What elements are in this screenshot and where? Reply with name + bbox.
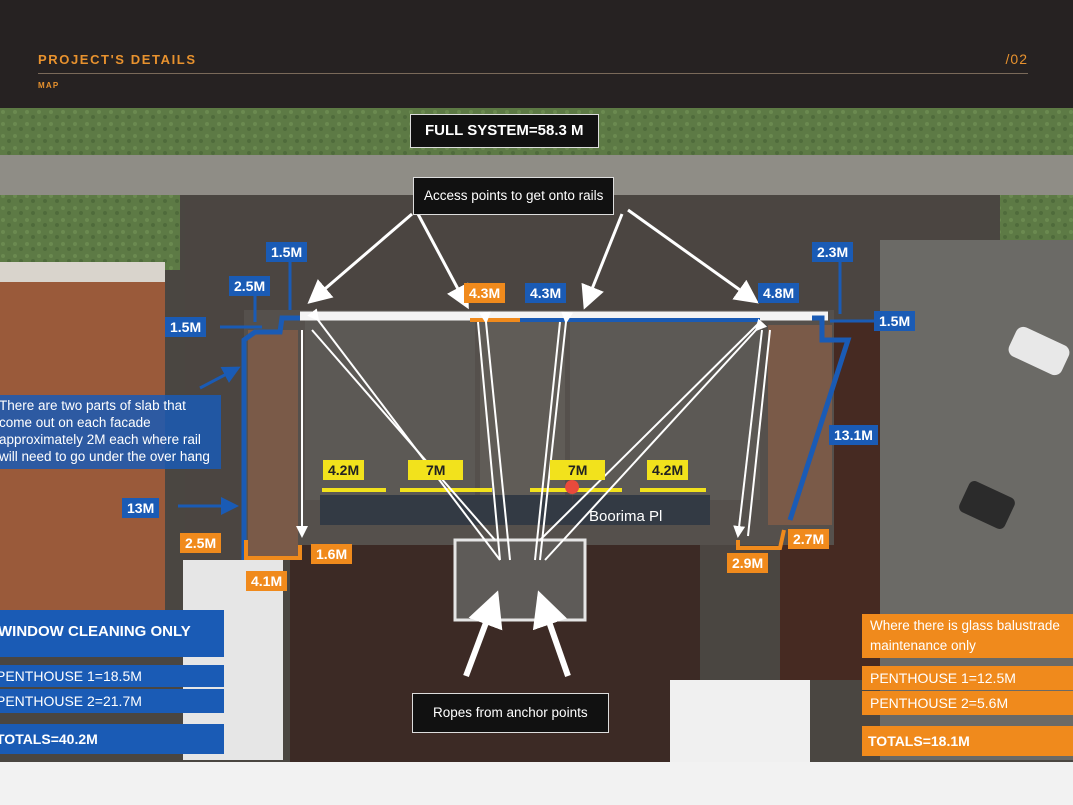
rope-lines xyxy=(296,308,771,561)
ropes-label: Ropes from anchor points xyxy=(412,693,609,733)
measure-label-blue-2: 2.5M xyxy=(229,276,271,296)
car-dark xyxy=(959,481,1015,529)
measure-label-blue-6: 2.3M xyxy=(812,242,854,262)
full-system-label: FULL SYSTEM=58.3 M xyxy=(410,114,599,148)
car xyxy=(1008,326,1070,376)
orange-rail-right xyxy=(736,529,786,550)
grass-left xyxy=(0,195,180,270)
street-label: Boorima Pl xyxy=(589,508,663,525)
bottom-rope-arrows xyxy=(463,590,571,678)
header-subtitle: MAP xyxy=(38,81,60,90)
measure-label-blue-1: 1.5M xyxy=(266,242,308,262)
window-panel-penthouse1: PENTHOUSE 1=18.5M xyxy=(0,665,224,687)
glass-panel-note: Where there is glass balustrade maintena… xyxy=(862,614,1073,658)
measure-label-blue-9: 13M xyxy=(122,498,160,518)
glass-panel-totals: TOTALS=18.1M xyxy=(862,726,1073,756)
stair-core xyxy=(453,538,587,622)
measure-label-yellow-4: 4.2M xyxy=(647,460,689,480)
blue-rail-left xyxy=(241,315,300,560)
measure-label-orange-4: 4.1M xyxy=(246,571,288,591)
measure-label-orange-2: 2.5M xyxy=(180,533,222,553)
glass-panel-penthouse1: PENTHOUSE 1=12.5M xyxy=(862,666,1073,690)
measure-label-blue-8: 13.1M xyxy=(829,425,878,445)
measure-label-blue-4: 4.3M xyxy=(525,283,567,303)
page-header: PROJECT'S DETAILS MAP /02 xyxy=(0,0,1073,108)
solar-strip xyxy=(320,495,710,525)
header-title: PROJECT'S DETAILS xyxy=(38,52,197,67)
measure-label-yellow-1: 4.2M xyxy=(323,460,365,480)
slab-note-text: There are two parts of slab that come ou… xyxy=(0,398,210,464)
measure-label-yellow-3: 7M xyxy=(550,460,606,480)
aerial-map xyxy=(0,108,1073,762)
right-white-building xyxy=(670,680,810,762)
page-number: /02 xyxy=(1005,51,1028,67)
measure-label-orange-1: 4.3M xyxy=(464,283,506,303)
blue-pointers xyxy=(178,262,878,515)
footer-bar xyxy=(0,762,1073,805)
terrace-left xyxy=(248,330,298,560)
measure-label-yellow-2: 7M xyxy=(408,460,464,480)
roof-left-edge xyxy=(0,262,165,282)
access-arrows xyxy=(307,208,759,310)
measure-label-orange-6: 2.9M xyxy=(727,553,769,573)
measure-label-blue-5: 4.8M xyxy=(758,283,800,303)
measure-label-orange-3: 1.6M xyxy=(311,544,353,564)
window-panel-title: WINDOW CLEANING ONLY xyxy=(0,610,224,657)
measure-label-orange-5: 2.7M xyxy=(788,529,830,549)
slab-note: There are two parts of slab that come ou… xyxy=(0,395,221,469)
access-points-label: Access points to get onto rails xyxy=(413,177,615,215)
measure-label-blue-3: 1.5M xyxy=(165,317,207,337)
glass-panel-penthouse2: PENTHOUSE 2=5.6M xyxy=(862,691,1073,715)
map-pin-icon xyxy=(565,480,580,508)
header-divider xyxy=(38,73,1028,74)
window-panel-penthouse2: PENTHOUSE 2=21.7M xyxy=(0,689,224,713)
window-panel-totals: TOTALS=40.2M xyxy=(0,724,224,754)
orange-rail-left xyxy=(244,540,302,560)
measure-label-blue-7: 1.5M xyxy=(874,311,916,331)
blue-rail-right xyxy=(787,315,852,521)
